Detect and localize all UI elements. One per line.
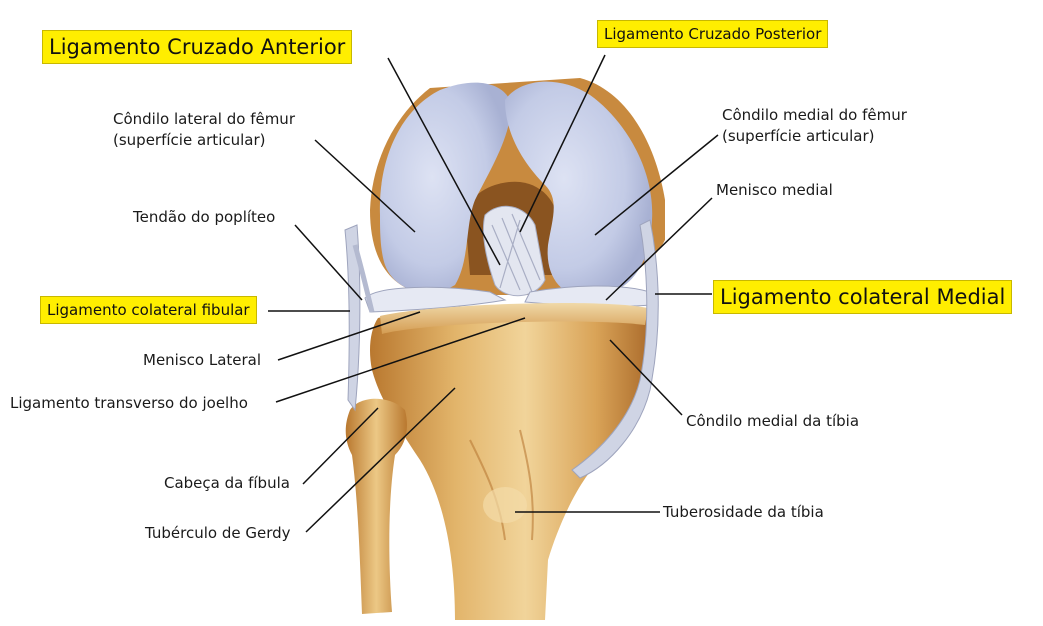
tibia-bone xyxy=(370,305,653,620)
label-tibial-tuberosity: Tuberosidade da tíbia xyxy=(663,502,824,522)
label-medial-condyle-femur-line2: (superfície articular) xyxy=(722,126,875,146)
label-acl: Ligamento Cruzado Anterior xyxy=(42,30,352,64)
label-medial-tibial-condyle: Côndilo medial da tíbia xyxy=(686,411,859,431)
label-popliteus-tendon: Tendão do poplíteo xyxy=(133,207,275,227)
label-medial-condyle-femur-line1: Côndilo medial do fêmur xyxy=(722,105,907,125)
label-medial-meniscus: Menisco medial xyxy=(716,180,833,200)
label-lateral-condyle-femur-line2: (superfície articular) xyxy=(113,130,266,150)
label-gerdy-tubercle: Tubérculo de Gerdy xyxy=(145,523,291,543)
label-lateral-condyle-femur-line1: Côndilo lateral do fêmur xyxy=(113,109,295,129)
label-fibular-head: Cabeça da fíbula xyxy=(164,473,290,493)
label-lateral-meniscus: Menisco Lateral xyxy=(143,350,261,370)
label-medial-collateral-ligament: Ligamento colateral Medial xyxy=(713,280,1012,314)
label-fibular-collateral-ligament: Ligamento colateral fibular xyxy=(40,296,257,324)
label-pcl: Ligamento Cruzado Posterior xyxy=(597,20,828,48)
label-transverse-ligament: Ligamento transverso do joelho xyxy=(10,393,248,413)
